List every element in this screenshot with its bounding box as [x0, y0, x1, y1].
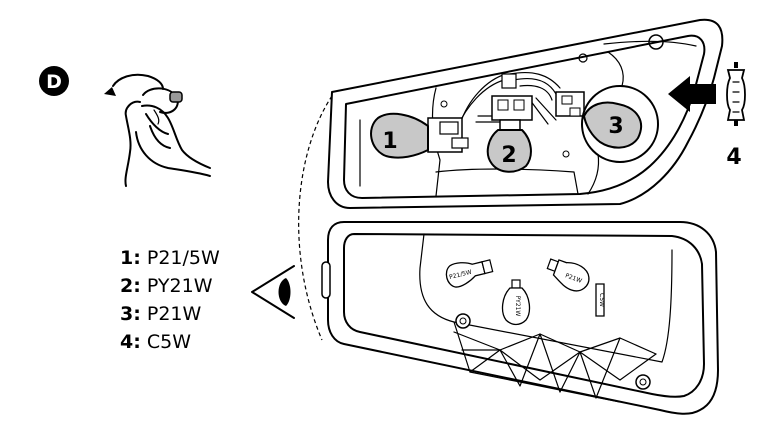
- bulb-4: 4: [726, 62, 746, 170]
- legend-row-2: 2: PY21W: [120, 272, 220, 300]
- cover-label-b: PY21W: [514, 296, 521, 317]
- lamp-cover-lower: [321, 221, 719, 415]
- bulb-4-label: 4: [726, 145, 741, 170]
- bulb-1-label: 1: [382, 129, 397, 154]
- legend-key: 2:: [120, 275, 141, 297]
- insert-arrow-icon: [668, 76, 716, 112]
- bulb-2-label: 2: [501, 143, 516, 168]
- step-badge: D: [39, 66, 69, 96]
- cover-bulb-b: PY21W: [501, 279, 531, 326]
- legend-key: 4:: [120, 331, 141, 353]
- bulb-3-label: 3: [608, 114, 623, 139]
- hand-twist-illustration: [104, 73, 211, 187]
- legend-value: P21/5W: [146, 247, 220, 269]
- legend-key: 1:: [120, 247, 141, 269]
- legend-key: 3:: [120, 303, 141, 325]
- legend-row-4: 4: C5W: [120, 328, 220, 356]
- view-eye-icon: [251, 265, 295, 319]
- hinge-dashed-line: [298, 95, 333, 341]
- step-letter: D: [46, 71, 62, 93]
- legend-row-1: 1: P21/5W: [120, 244, 220, 272]
- socket-connectors: [427, 73, 585, 153]
- bulb-legend: 1: P21/5W 2: PY21W 3: P21W 4: C5W: [120, 244, 220, 356]
- bulb-2: 2: [486, 119, 532, 173]
- cover-bulb-d: C5W: [595, 283, 605, 317]
- legend-value: C5W: [146, 331, 192, 353]
- bulb-3: 3: [581, 85, 659, 163]
- legend-value: P21W: [146, 303, 202, 325]
- cover-bulb-a: P21/5W: [445, 259, 494, 288]
- legend-row-3: 3: P21W: [120, 300, 220, 328]
- legend-value: PY21W: [146, 275, 213, 297]
- cover-label-d: C5W: [598, 293, 605, 307]
- cover-bulb-c: P21W: [546, 258, 590, 292]
- bulb-1: 1: [370, 112, 429, 159]
- rotate-arrow-icon: [104, 87, 116, 96]
